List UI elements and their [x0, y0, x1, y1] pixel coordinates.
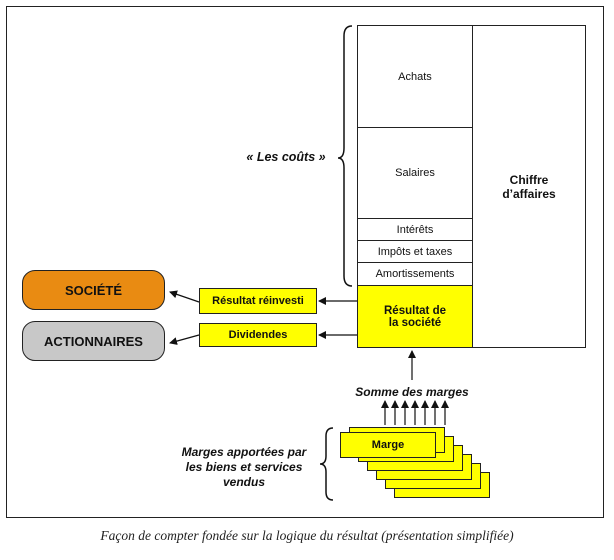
reinvested-label: Résultat réinvesti — [212, 295, 304, 307]
revenue-label: Chiffre d’affaires — [502, 172, 556, 201]
arrow-to-actionnaires — [169, 334, 200, 345]
reinvested-box: Résultat réinvesti — [199, 288, 317, 314]
margins-brace — [319, 427, 334, 501]
margins-label: Marges apportées par les biens et servic… — [181, 445, 307, 489]
dividends-label: Dividendes — [228, 329, 288, 341]
actionnaires-label: ACTIONNAIRES — [44, 333, 143, 349]
actionnaires-pill: ACTIONNAIRES — [22, 321, 165, 361]
cost-salaires-label: Salaires — [395, 167, 435, 179]
sum-margins-label: Somme des marges — [355, 385, 469, 399]
margin-label: Marge — [371, 439, 405, 451]
cost-impots-label: Impôts et taxes — [377, 245, 453, 258]
revenue-box: Chiffre d’affaires — [472, 25, 586, 348]
societe-pill: SOCIÉTÉ — [22, 270, 165, 310]
figure-caption: Façon de compter fondée sur la logique d… — [100, 528, 514, 543]
margin-box: Marge — [340, 432, 436, 458]
dividends-box: Dividendes — [199, 323, 317, 347]
costs-brace — [337, 25, 353, 287]
margin-arrows — [381, 400, 449, 425]
result-label: Résultat de la société — [384, 304, 446, 329]
cost-amortissements-label: Amortissements — [375, 268, 455, 280]
arrow-to-societe — [169, 290, 200, 303]
diagram-frame — [6, 6, 604, 518]
societe-label: SOCIÉTÉ — [64, 282, 123, 298]
costs-label: « Les coûts » — [246, 150, 326, 164]
cost-achats-label: Achats — [398, 70, 432, 83]
cost-interets-label: Intérêts — [396, 223, 434, 236]
